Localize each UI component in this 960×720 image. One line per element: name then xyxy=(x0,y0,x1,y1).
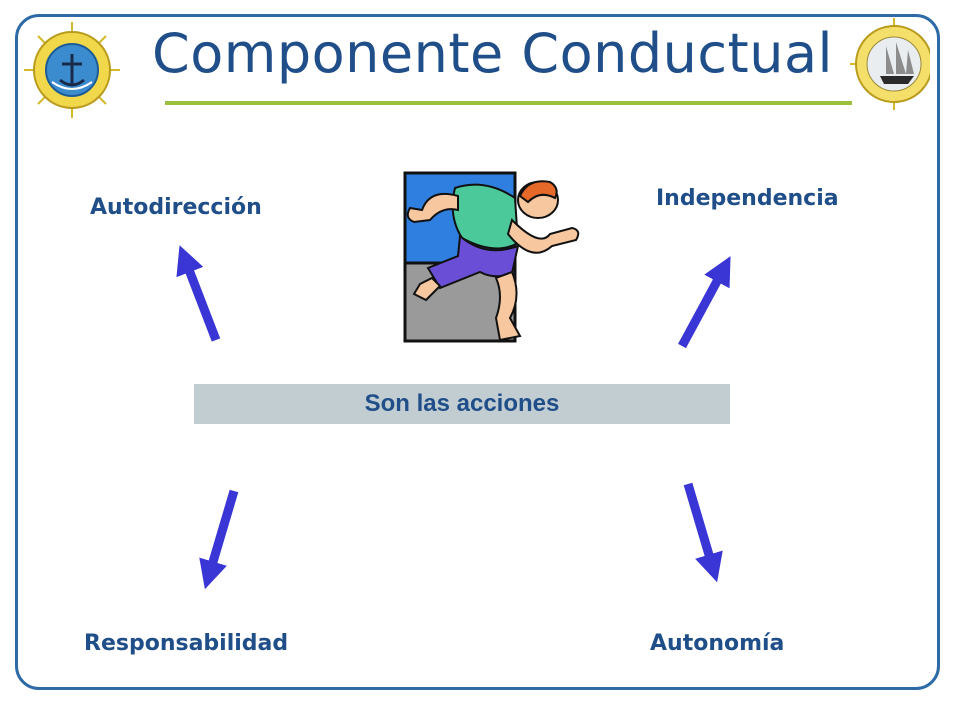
label-independencia: Independencia xyxy=(656,186,839,211)
label-autodireccion: Autodirección xyxy=(90,195,262,220)
title-underline xyxy=(165,101,852,105)
university-seal-icon xyxy=(24,22,120,118)
arrow-up-right xyxy=(678,256,731,349)
arrow-down-right xyxy=(683,482,723,583)
label-autonomia: Autonomía xyxy=(650,631,785,656)
slide-frame xyxy=(15,14,940,690)
arrow-down-left xyxy=(199,489,239,590)
center-bar-label: Son las acciones xyxy=(364,390,560,417)
arrow-up-left xyxy=(176,245,221,342)
runner-clipart-icon xyxy=(403,171,580,343)
slide-title: Componente Conductual xyxy=(152,22,834,85)
sailing-ship-seal-icon xyxy=(850,18,930,110)
center-bar: Son las acciones xyxy=(194,384,730,424)
label-responsabilidad: Responsabilidad xyxy=(84,631,289,656)
